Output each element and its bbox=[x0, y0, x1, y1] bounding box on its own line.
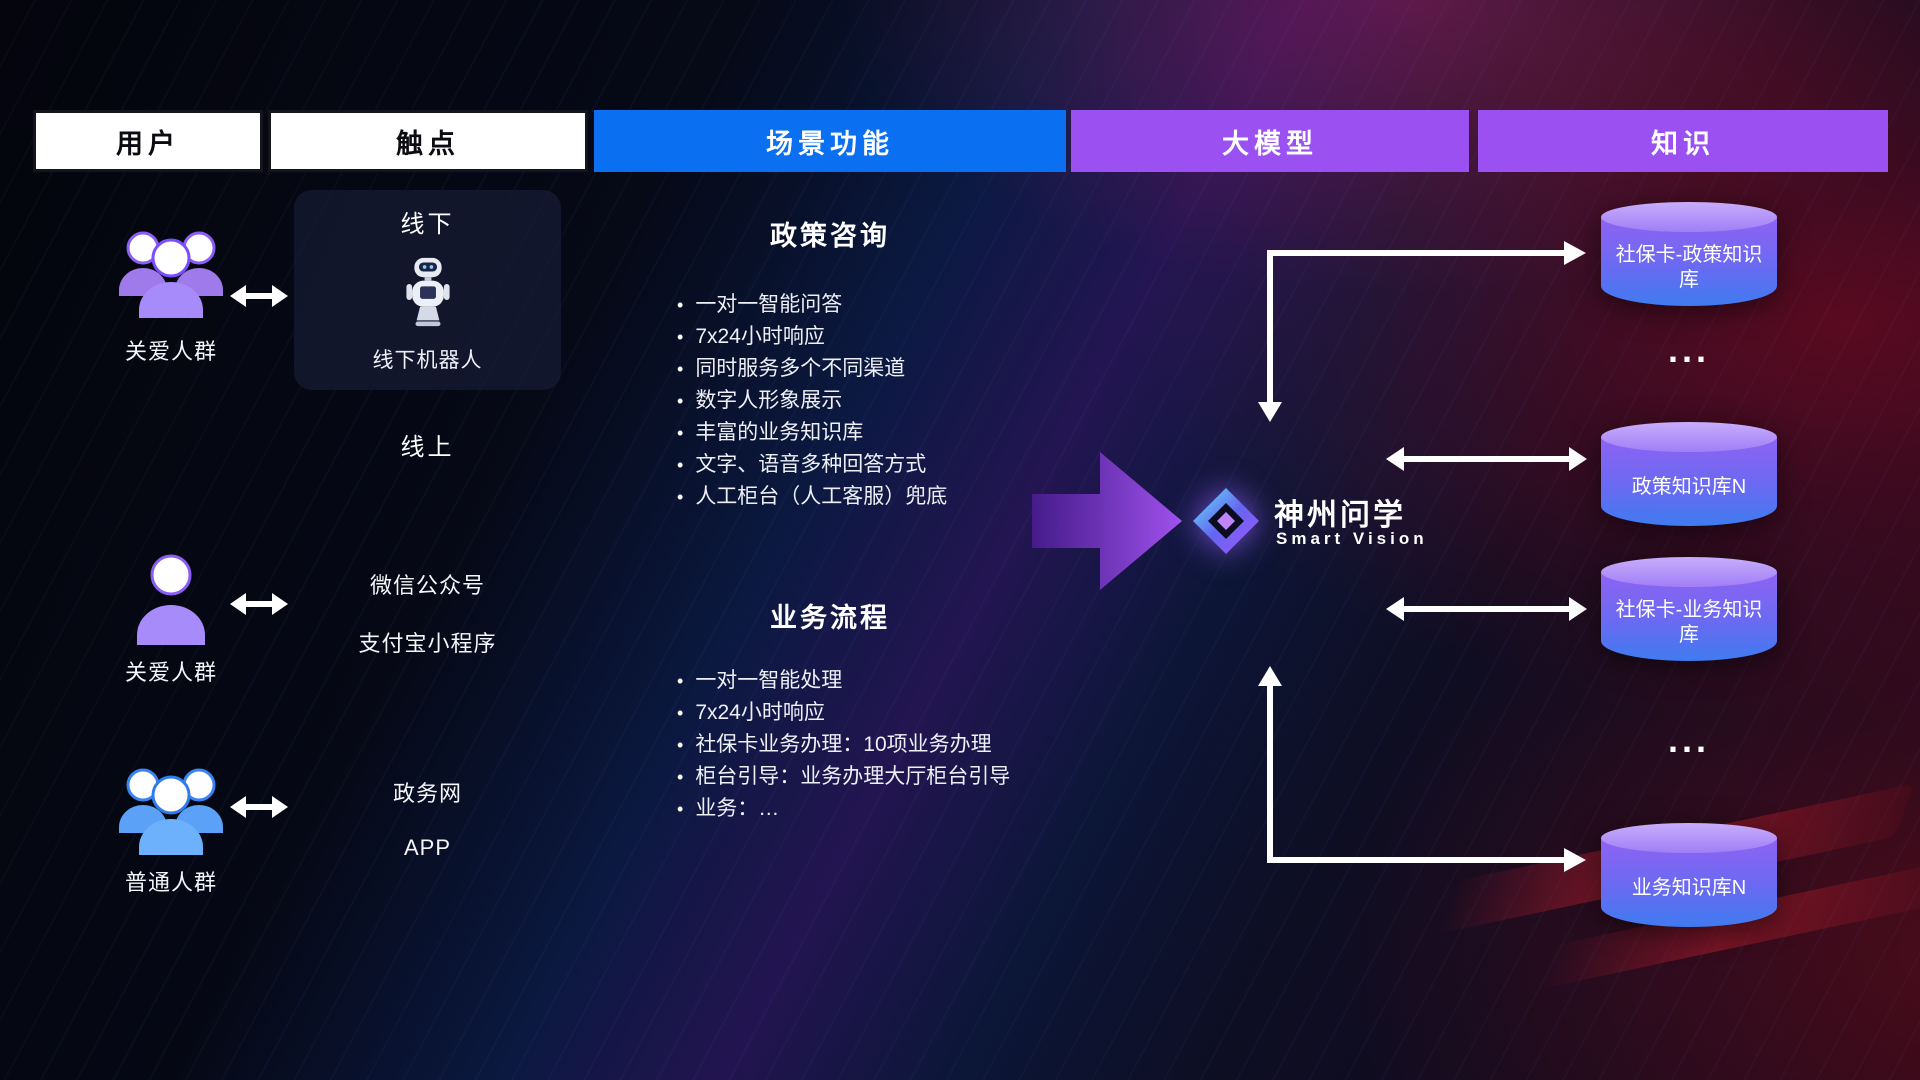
bullet-text: 一对一智能问答 bbox=[695, 293, 843, 316]
db-cylinder: 业务知识库N bbox=[1601, 823, 1777, 927]
user-single-purple-icon bbox=[137, 554, 205, 645]
bullet-text: 业务：… bbox=[695, 797, 780, 820]
offline-touchpoint-card: 线下 线下机器人 bbox=[294, 190, 561, 390]
robot-icon bbox=[405, 257, 450, 326]
bidirectional-arrow-icon bbox=[230, 285, 288, 307]
user-label: 关爱人群 bbox=[124, 339, 217, 364]
users-group-blue-icon bbox=[119, 768, 223, 855]
bullet-item: 7x24小时响应 bbox=[677, 321, 1107, 353]
channel-app: APP bbox=[403, 835, 452, 860]
ellipsis-more: ... bbox=[1667, 329, 1710, 370]
bullet-item: 一对一智能处理 bbox=[677, 665, 1107, 697]
db-cylinder-top bbox=[1601, 823, 1777, 853]
bullet-text: 7x24小时响应 bbox=[695, 701, 825, 724]
business-bullet-list: 一对一智能处理 7x24小时响应 社保卡业务办理：10项业务办理 柜台引导：业务… bbox=[677, 665, 1107, 825]
bullet-text: 7x24小时响应 bbox=[695, 325, 825, 348]
db-label: 社保卡-业务知识库 bbox=[1601, 572, 1777, 661]
double-arrow-icon bbox=[1386, 447, 1587, 471]
bullet-item: 文字、语音多种回答方式 bbox=[677, 449, 1107, 481]
header-tab-knowledge: 知识 bbox=[1478, 110, 1888, 172]
bullet-item: 社保卡业务办理：10项业务办理 bbox=[677, 729, 1107, 761]
header-tab-touchpoints: 触点 bbox=[268, 110, 588, 172]
flow-arrow-icon bbox=[1032, 452, 1182, 590]
user-label: 普通人群 bbox=[124, 870, 217, 895]
bullet-text: 文字、语音多种回答方式 bbox=[695, 453, 927, 476]
db-cylinder-top bbox=[1601, 422, 1777, 452]
bullet-text: 柜台引导：业务办理大厅柜台引导 bbox=[695, 765, 1011, 788]
bullet-item: 业务：… bbox=[677, 793, 1107, 825]
bullet-text: 丰富的业务知识库 bbox=[695, 421, 864, 444]
scenario-title-policy: 政策咨询 bbox=[770, 221, 890, 251]
channel-wechat: 微信公众号 bbox=[369, 573, 485, 598]
db-cylinder: 政策知识库N bbox=[1601, 422, 1777, 526]
bullet-text: 数字人形象展示 bbox=[695, 389, 843, 412]
bullet-text: 一对一智能处理 bbox=[695, 669, 843, 692]
elbow-arrow-bottom-icon bbox=[1258, 666, 1586, 872]
channel-alipay: 支付宝小程序 bbox=[358, 631, 497, 656]
db-cylinder: 社保卡-业务知识库 bbox=[1601, 557, 1777, 661]
elbow-arrow-top-icon bbox=[1258, 241, 1586, 422]
header-tab-users: 用户 bbox=[33, 110, 263, 172]
bullet-text: 社保卡业务办理：10项业务办理 bbox=[695, 733, 992, 756]
db-cylinder-top bbox=[1601, 557, 1777, 587]
bullet-item: 一对一智能问答 bbox=[677, 289, 1107, 321]
bullet-item: 7x24小时响应 bbox=[677, 697, 1107, 729]
online-title: 线上 bbox=[400, 434, 455, 461]
channel-govweb: 政务网 bbox=[392, 781, 462, 806]
offline-title: 线下 bbox=[400, 211, 455, 238]
bullet-text: 同时服务多个不同渠道 bbox=[695, 357, 906, 380]
double-arrow-icon bbox=[1386, 597, 1587, 621]
bullet-text: 人工柜台（人工客服）兜底 bbox=[695, 485, 948, 508]
users-group-purple-icon bbox=[119, 231, 223, 318]
model-name: 神州问学 bbox=[1274, 499, 1406, 532]
robot-label: 线下机器人 bbox=[372, 349, 483, 372]
header-tab-large-model: 大模型 bbox=[1071, 110, 1469, 172]
policy-bullet-list: 一对一智能问答 7x24小时响应 同时服务多个不同渠道 数字人形象展示 丰富的业… bbox=[677, 289, 1107, 513]
smart-vision-logo-icon bbox=[1193, 488, 1259, 554]
header-tab-scenario-functions: 场景功能 bbox=[594, 110, 1066, 172]
bullet-item: 同时服务多个不同渠道 bbox=[677, 353, 1107, 385]
db-cylinder: 社保卡-政策知识库 bbox=[1601, 202, 1777, 306]
user-label: 关爱人群 bbox=[124, 660, 217, 685]
bidirectional-arrow-icon bbox=[230, 593, 288, 615]
db-cylinder-top bbox=[1601, 202, 1777, 232]
bullet-item: 柜台引导：业务办理大厅柜台引导 bbox=[677, 761, 1107, 793]
bidirectional-arrow-icon bbox=[230, 796, 288, 818]
model-subtitle: Smart Vision bbox=[1276, 529, 1428, 548]
scenario-title-business: 业务流程 bbox=[770, 603, 890, 633]
bullet-item: 丰富的业务知识库 bbox=[677, 417, 1107, 449]
bullet-item: 数字人形象展示 bbox=[677, 385, 1107, 417]
ellipsis-more: ... bbox=[1667, 719, 1710, 760]
bullet-item: 人工柜台（人工客服）兜底 bbox=[677, 481, 1107, 513]
